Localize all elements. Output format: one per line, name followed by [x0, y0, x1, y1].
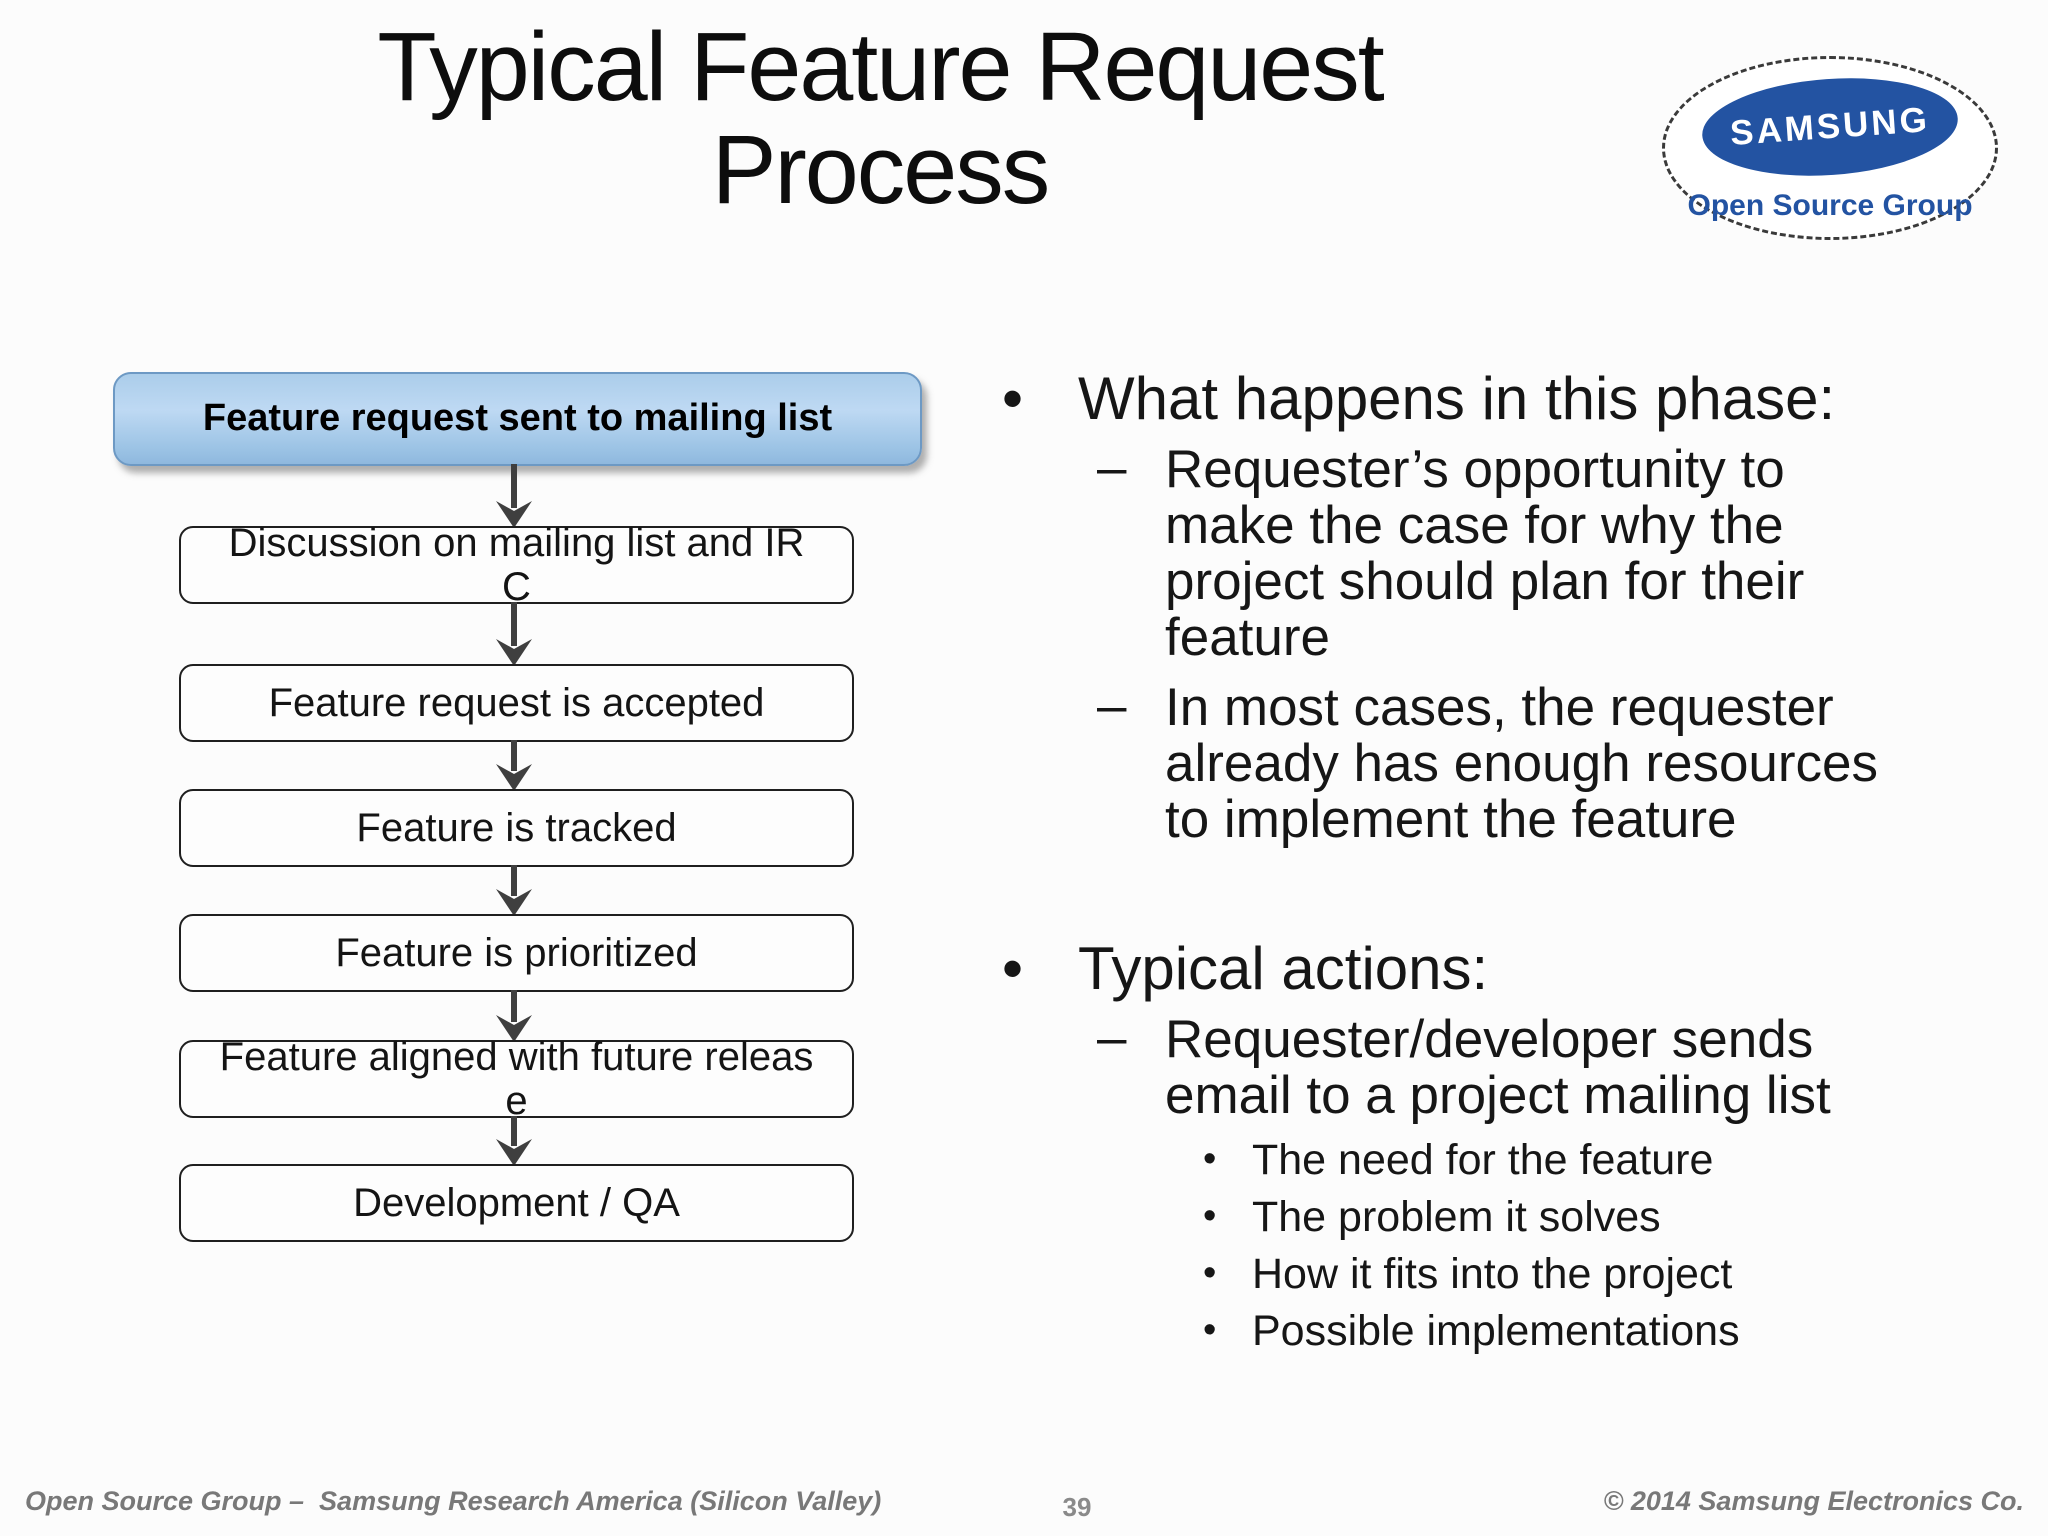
subsubbullet-problem: • The problem it solves [1000, 1189, 1960, 1246]
bullet-heading: What happens in this phase: [1078, 365, 1836, 432]
flow-step-prioritized: Feature is prioritized [179, 914, 854, 992]
samsung-osg-logo: SAMSUNG Open Source Group [1662, 56, 1998, 240]
flow-step-label: Feature request sent to mailing list [202, 397, 833, 440]
subsubbullet-need: • The need for the feature [1000, 1132, 1960, 1189]
bullet-what-happens: • What happens in this phase: [1000, 366, 1960, 432]
arrow-shaft [511, 464, 517, 508]
logo-subtitle: Open Source Group [1687, 189, 1973, 222]
arrow-shaft [511, 602, 517, 646]
bullet-icon: • [1203, 1309, 1217, 1351]
arrow-shaft [511, 990, 517, 1022]
flow-step-label: Feature is prioritized [335, 931, 698, 975]
page-title: Typical Feature Request Process [377, 12, 1384, 224]
subbullet-text: Requester/developer sends email to a pro… [1165, 1010, 1831, 1125]
bullet-typical-actions: • Typical actions: [1000, 936, 1960, 1002]
flow-arrow [494, 990, 534, 1042]
samsung-logo-ellipse: SAMSUNG [1698, 70, 1962, 184]
flow-arrow [494, 1116, 534, 1166]
flow-step-label: Feature aligned with future releas e [219, 1035, 814, 1123]
subbullet-in-most-cases: – In most cases, the requester already h… [1000, 676, 1960, 849]
flow-arrow [494, 740, 534, 791]
subsubbullet-list: • The need for the feature • The problem… [1000, 1132, 1960, 1360]
subbullet-requester-sends-email: – Requester/developer sends email to a p… [1000, 1008, 1960, 1125]
flow-arrow [494, 464, 534, 528]
flow-step-feature-request-sent: Feature request sent to mailing list [113, 372, 922, 466]
flow-step-tracked: Feature is tracked [179, 789, 854, 867]
subbullet-text: In most cases, the requester already has… [1165, 678, 1879, 849]
flow-arrow [494, 602, 534, 666]
slide-body-text: • What happens in this phase: – Requeste… [1000, 366, 1960, 1360]
subbullet-text: Requester’s opportunity to make the case… [1165, 440, 1805, 667]
flow-step-label: Feature is tracked [356, 806, 677, 850]
flow-step-development-qa: Development / QA [179, 1164, 854, 1242]
subsubbullet-text: How it fits into the project [1252, 1250, 1733, 1298]
bullet-icon: • [1203, 1252, 1217, 1294]
footer-copyright: © 2014 Samsung Electronics Co. [1603, 1486, 2024, 1516]
bullet-icon: • [1002, 935, 1024, 1002]
subsubbullet-implementations: • Possible implementations [1000, 1303, 1960, 1360]
dash-bullet-icon: – [1097, 438, 1127, 497]
flow-step-discussion: Discussion on mailing list and IR C [179, 521, 854, 609]
dash-bullet-icon: – [1097, 1008, 1127, 1067]
flow-step-label: Feature request is accepted [268, 681, 765, 725]
flow-step-label: Discussion on mailing list and IR C [228, 521, 805, 609]
samsung-brand-text: SAMSUNG [1728, 100, 1932, 153]
flow-step-label: Development / QA [353, 1181, 680, 1225]
flow-step-aligned-release: Feature aligned with future releas e [179, 1035, 854, 1123]
arrow-down-icon [496, 764, 532, 791]
arrow-shaft [511, 1116, 517, 1146]
bullet-icon: • [1002, 365, 1024, 432]
subsubbullet-text: The need for the feature [1252, 1136, 1714, 1184]
page-number: 39 [1062, 1492, 1092, 1522]
arrow-down-icon [496, 501, 532, 528]
subbullet-requesters-opportunity: – Requester’s opportunity to make the ca… [1000, 438, 1960, 667]
arrow-shaft [511, 865, 517, 896]
dash-bullet-icon: – [1097, 676, 1127, 735]
arrow-down-icon [496, 889, 532, 916]
footer-organization: Open Source Group – Samsung Research Ame… [25, 1486, 882, 1516]
bullet-icon: • [1203, 1138, 1217, 1180]
bullet-icon: • [1203, 1195, 1217, 1237]
subsubbullet-fits: • How it fits into the project [1000, 1246, 1960, 1303]
arrow-down-icon [496, 639, 532, 666]
arrow-shaft [511, 740, 517, 771]
bullet-heading: Typical actions: [1078, 935, 1489, 1002]
subsubbullet-text: The problem it solves [1252, 1193, 1661, 1241]
subsubbullet-text: Possible implementations [1252, 1307, 1740, 1355]
arrow-down-icon [496, 1139, 532, 1166]
flow-step-accepted: Feature request is accepted [179, 664, 854, 742]
arrow-down-icon [496, 1015, 532, 1042]
flow-arrow [494, 865, 534, 916]
